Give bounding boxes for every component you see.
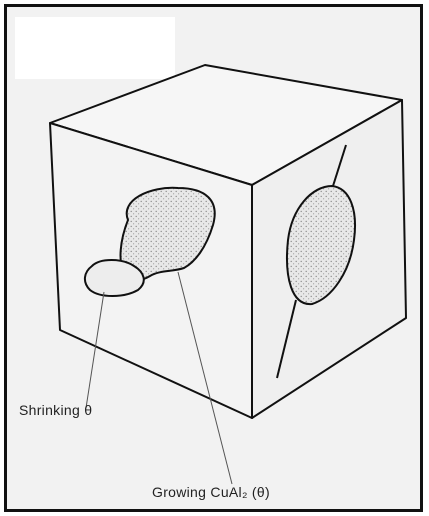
- label-growing: Growing CuAl₂ (θ): [152, 484, 270, 500]
- label-shrinking: Shrinking θ: [19, 402, 92, 418]
